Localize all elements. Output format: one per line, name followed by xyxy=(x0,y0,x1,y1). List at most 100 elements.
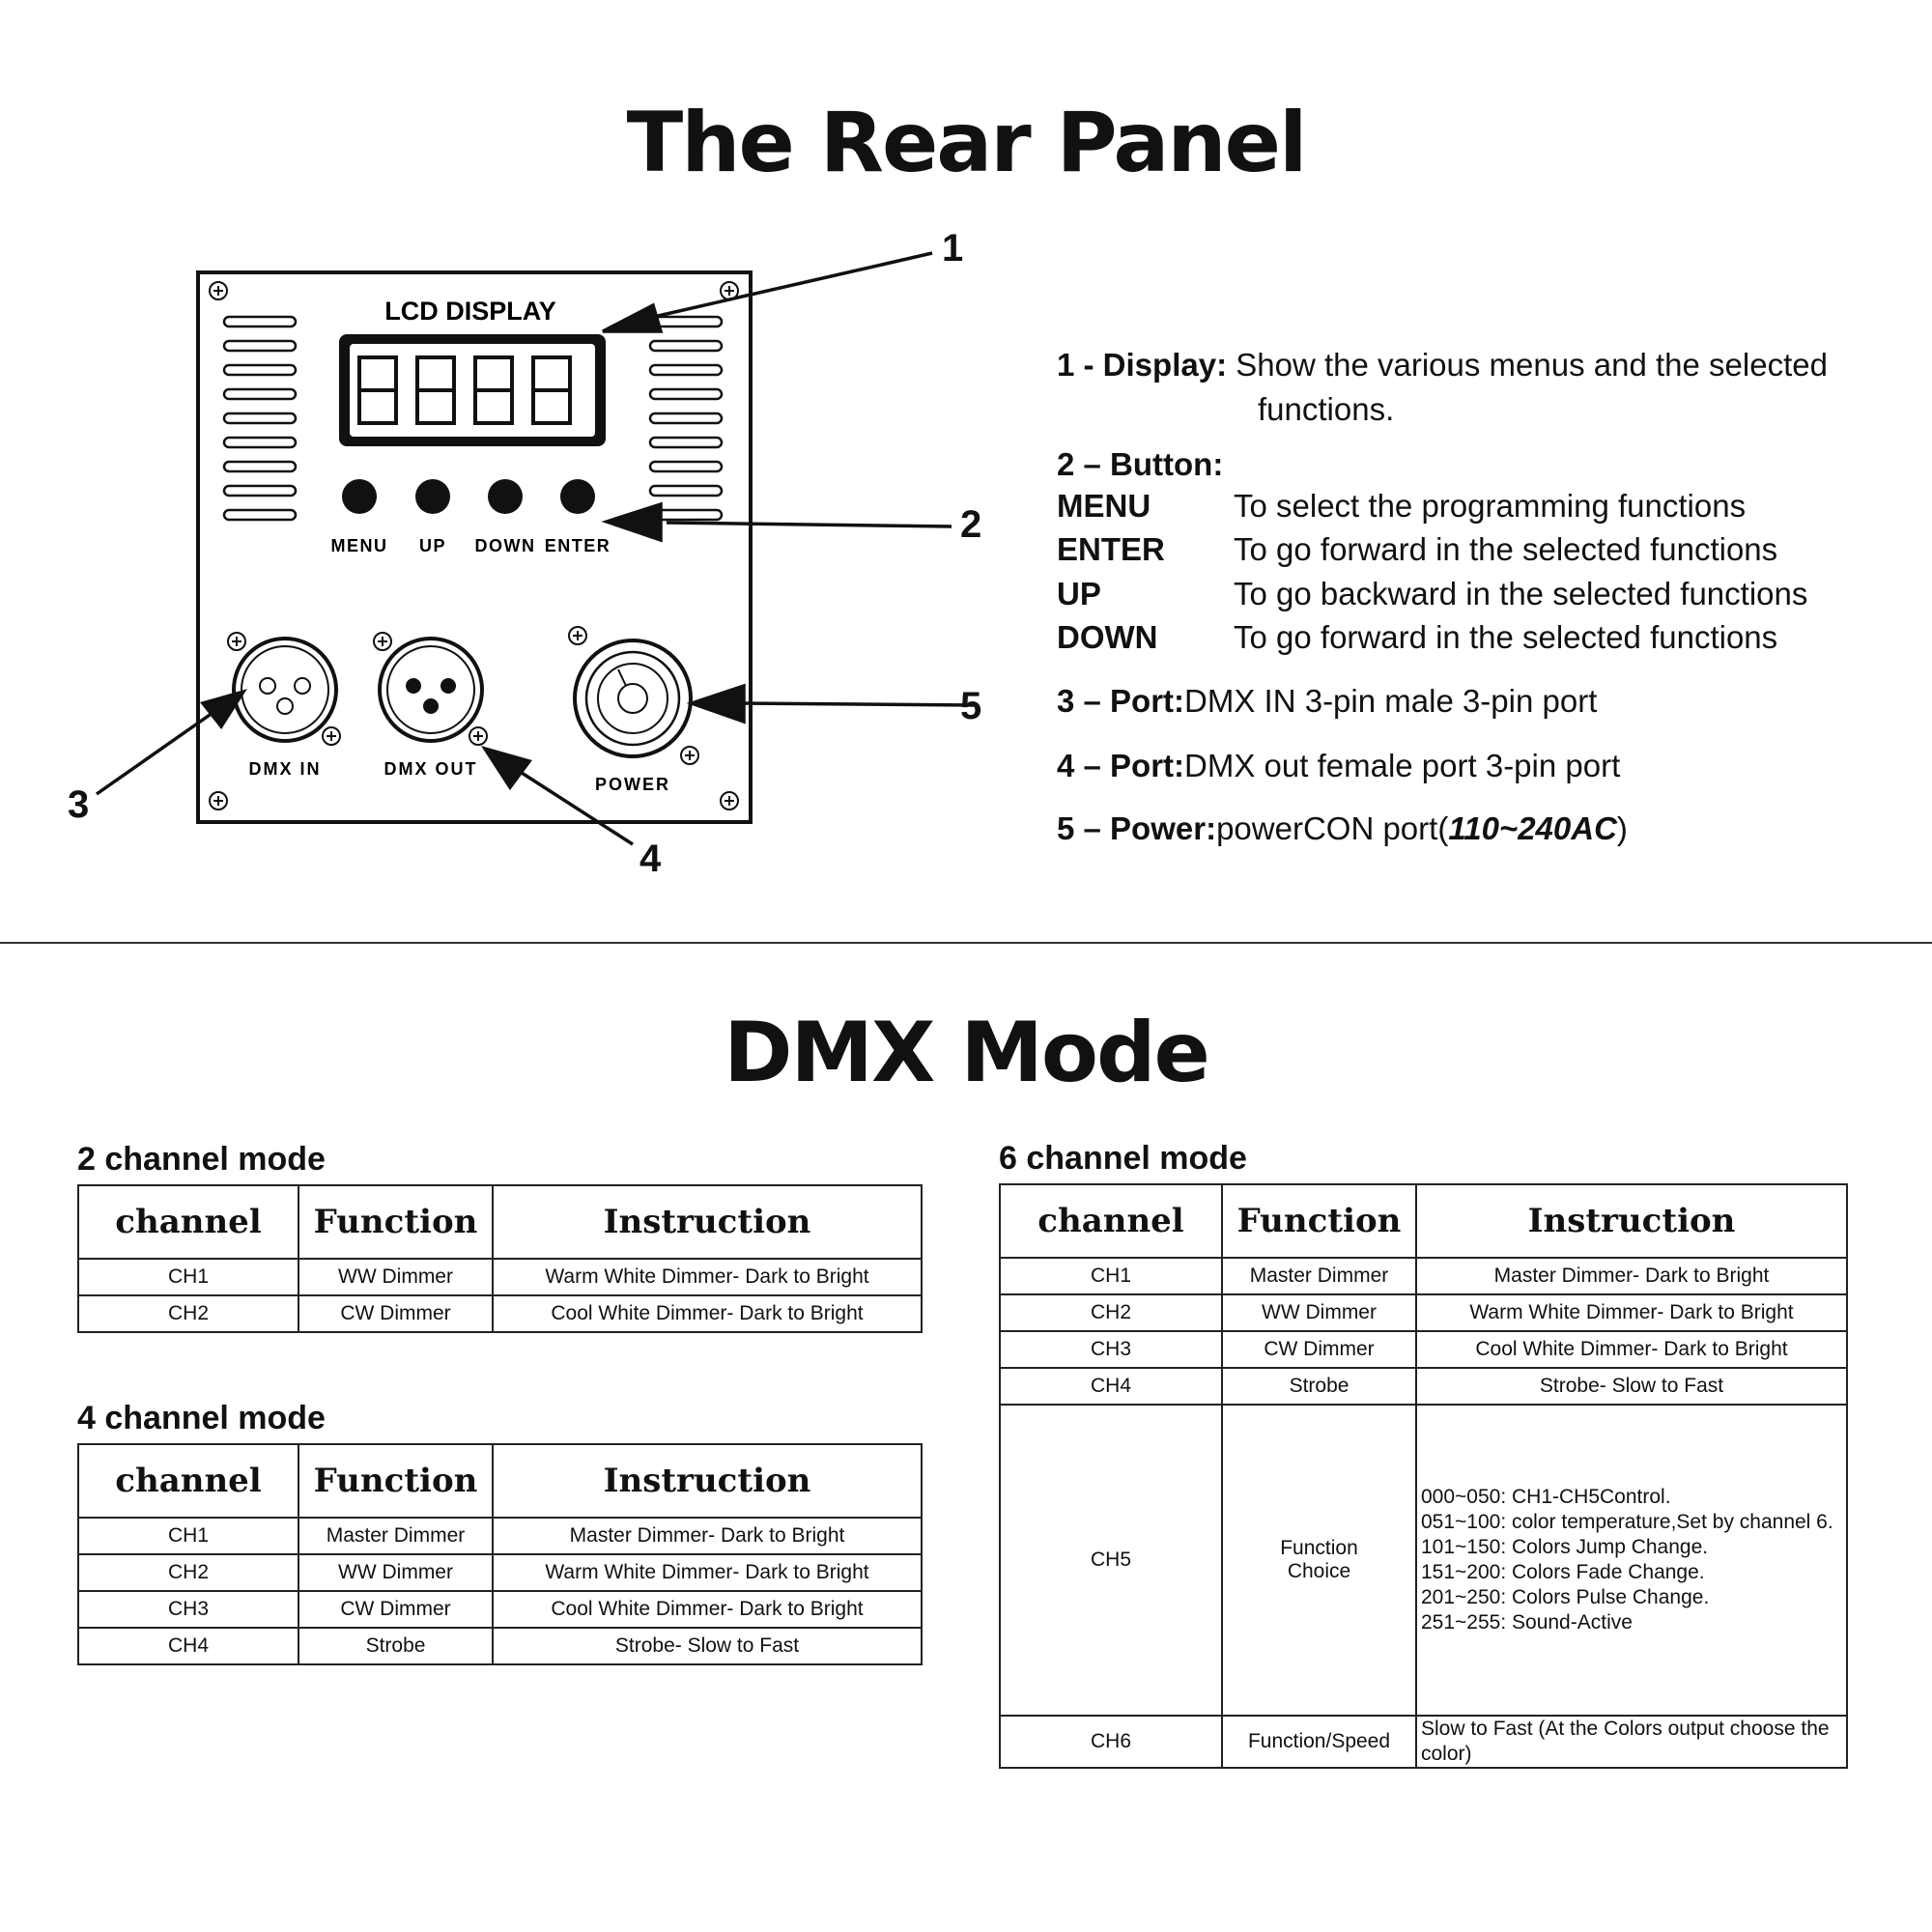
screw-icon xyxy=(720,791,739,810)
button-name-enter: ENTER xyxy=(1057,531,1165,567)
dmx-out-label: DMX OUT xyxy=(384,759,478,779)
table-cell: Warm White Dimmer- Dark to Bright xyxy=(492,1553,923,1592)
table-cell: Cool White Dimmer- Dark to Bright xyxy=(492,1294,923,1333)
screw-icon xyxy=(209,281,228,300)
callout-arrows xyxy=(95,251,977,846)
power-description: 5 – Power:powerCON port(110~240AC) xyxy=(1057,808,1628,850)
table-row-ch6: CH6 Function/Speed Slow to Fast (At the … xyxy=(999,1715,1848,1769)
table-cell: CH4 xyxy=(999,1367,1223,1406)
button-name-up: UP xyxy=(1057,576,1101,611)
screw-icon xyxy=(227,632,246,651)
button-desc-menu: To select the programming functions xyxy=(1234,488,1747,524)
port3-desc-text: DMX IN 3-pin male 3-pin port xyxy=(1184,683,1598,719)
menu-button xyxy=(342,479,377,514)
rear-panel-title: The Rear Panel xyxy=(626,95,1308,191)
table-row-ch5: CH5 Function Choice 000~050: CH1-CH5Cont… xyxy=(999,1404,1848,1717)
screw-icon xyxy=(568,626,587,645)
ch5-function: Function Choice xyxy=(1221,1404,1417,1717)
vent-slots-left xyxy=(222,315,298,522)
four-channel-caption: 4 channel mode xyxy=(77,1400,326,1436)
ch6-function: Function/Speed xyxy=(1221,1715,1417,1769)
button-name-menu: MENU xyxy=(1057,488,1151,524)
ch5-channel: CH5 xyxy=(999,1404,1223,1717)
header-channel: channel xyxy=(77,1184,299,1260)
table-cell: CW Dimmer xyxy=(298,1590,494,1629)
power-port xyxy=(573,639,693,758)
callout-number: 4 xyxy=(639,838,662,880)
table-cell: Warm White Dimmer- Dark to Bright xyxy=(492,1258,923,1296)
ch6-instruction: Slow to Fast (At the Colors output choos… xyxy=(1415,1715,1848,1769)
table-cell: Master Dimmer xyxy=(1221,1257,1417,1295)
header-function: Function xyxy=(298,1443,494,1519)
table-cell: CH1 xyxy=(77,1258,299,1296)
header-instruction: Instruction xyxy=(492,1443,923,1519)
table-cell: CH1 xyxy=(77,1517,299,1555)
table-cell: Strobe- Slow to Fast xyxy=(1415,1367,1848,1406)
table-cell: WW Dimmer xyxy=(298,1553,494,1592)
header-instruction: Instruction xyxy=(492,1184,923,1260)
section-divider xyxy=(0,942,1932,944)
table-cell: Strobe xyxy=(298,1627,494,1665)
power-desc-text: powerCON port( xyxy=(1216,810,1449,846)
header-function: Function xyxy=(1221,1183,1417,1259)
dmx-out-port xyxy=(378,637,484,743)
table-cell: CH4 xyxy=(77,1627,299,1665)
down-button xyxy=(488,479,523,514)
table-cell: WW Dimmer xyxy=(298,1258,494,1296)
ch6-channel: CH6 xyxy=(999,1715,1223,1769)
screw-icon xyxy=(322,726,341,746)
table-cell: CH2 xyxy=(999,1293,1223,1332)
header-channel: channel xyxy=(999,1183,1223,1259)
dmx-in-port xyxy=(232,637,338,743)
table-cell: CH1 xyxy=(999,1257,1223,1295)
ch5-instruction: 000~050: CH1-CH5Control. 051~100: color … xyxy=(1415,1404,1848,1717)
button-desc-label: 2 – Button: xyxy=(1057,446,1224,482)
dmx-mode-title: DMX Mode xyxy=(724,1005,1210,1101)
button-desc-up: To go backward in the selected functions xyxy=(1234,576,1808,611)
table-cell: Cool White Dimmer- Dark to Bright xyxy=(492,1590,923,1629)
header-function: Function xyxy=(298,1184,494,1260)
display-desc-label: 1 - Display: xyxy=(1057,347,1228,383)
display-description-cont: functions. xyxy=(1258,391,1395,427)
table-cell: Cool White Dimmer- Dark to Bright xyxy=(1415,1330,1848,1369)
screw-icon xyxy=(209,791,228,810)
enter-button-label: ENTER xyxy=(545,536,611,555)
enter-button xyxy=(560,479,595,514)
table-cell: CH3 xyxy=(77,1590,299,1629)
power-desc-tail: ) xyxy=(1616,810,1628,846)
callout-number: 5 xyxy=(960,685,981,727)
header-instruction: Instruction xyxy=(1415,1183,1848,1259)
table-cell: Master Dimmer xyxy=(298,1517,494,1555)
port4-description: 4 – Port:DMX out female port 3-pin port xyxy=(1057,745,1620,787)
table-header-row: channel Function Instruction xyxy=(999,1183,1848,1259)
up-button-label: UP xyxy=(419,536,446,555)
table-cell: Strobe xyxy=(1221,1367,1417,1406)
table-cell: Strobe- Slow to Fast xyxy=(492,1627,923,1665)
power-desc-label: 5 – Power: xyxy=(1057,810,1217,846)
table-cell: WW Dimmer xyxy=(1221,1293,1417,1332)
button-name-down: DOWN xyxy=(1057,619,1158,655)
callout-number: 3 xyxy=(68,783,89,826)
screw-icon xyxy=(373,632,392,651)
table-cell: CH2 xyxy=(77,1294,299,1333)
display-description: 1 - Display: Show the various menus and … xyxy=(1057,344,1828,386)
table-cell: Master Dimmer- Dark to Bright xyxy=(492,1517,923,1555)
menu-button-label: MENU xyxy=(331,536,388,555)
callout-number: 2 xyxy=(960,503,981,546)
button-desc-down: To go forward in the selected functions xyxy=(1234,619,1778,655)
two-channel-caption: 2 channel mode xyxy=(77,1141,326,1178)
button-description-heading: 2 – Button: xyxy=(1057,443,1223,486)
port4-desc-text: DMX out female port 3-pin port xyxy=(1184,748,1621,783)
callout-number: 1 xyxy=(942,227,963,270)
button-desc-enter: To go forward in the selected functions xyxy=(1234,531,1778,567)
